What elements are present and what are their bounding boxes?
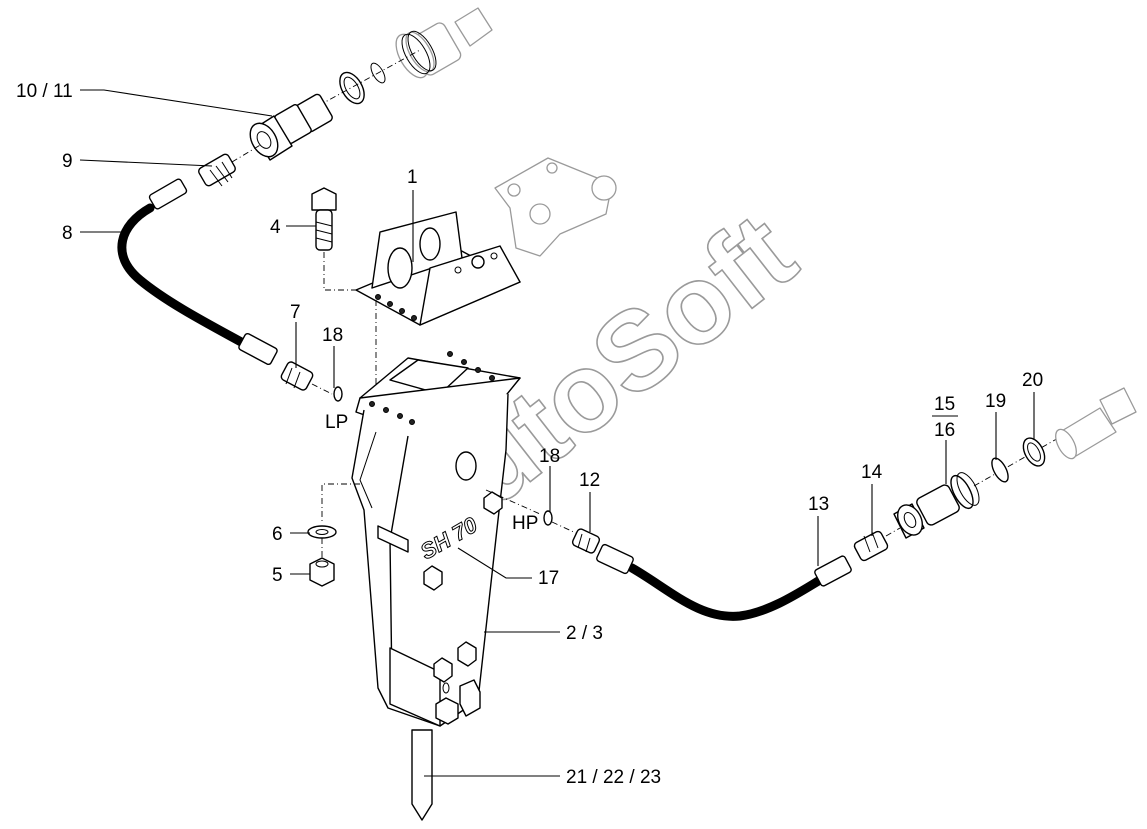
coupling-15-16 [893,472,980,539]
coupling-10-11 [249,93,333,161]
breaker-body-2-3 [351,351,521,727]
hose-13 [596,543,852,621]
o-ring-18-lp [333,386,343,402]
label-15: 15 [934,394,955,415]
label-10-11: 10 / 11 [16,81,73,102]
label-8: 8 [62,223,73,244]
label-18-lp: 18 [322,325,343,346]
adapter-14 [853,530,889,562]
callout-labels: 10 / 11 9 8 1 4 7 18 LP 18 HP 12 13 14 1… [16,81,1043,788]
adapter-9 [198,153,236,187]
label-13: 13 [808,494,829,515]
label-12: 12 [579,470,600,491]
washer-6 [307,525,337,539]
label-5: 5 [272,565,283,586]
label-19: 19 [985,391,1006,412]
o-ring-18-hp [543,510,553,526]
label-lp: LP [325,412,348,433]
coupler-upper-left-ghost [395,7,493,79]
bolt-4 [311,187,337,251]
adapter-plate-ghost [494,157,617,257]
hose-8 [117,178,278,366]
label-7: 7 [290,302,301,323]
label-hp: HP [512,513,538,534]
label-9: 9 [62,151,73,172]
coupler-seal-rings [339,62,386,105]
tool-bit-21-22-23 [411,729,433,821]
seal-ring-20 [1022,437,1046,467]
label-21-22-23: 21 / 22 / 23 [566,767,661,788]
label-18-hp: 18 [539,446,560,467]
o-ring-19 [991,457,1009,483]
label-4: 4 [270,217,281,238]
label-17: 17 [538,568,559,589]
label-14: 14 [861,462,883,483]
label-20: 20 [1022,370,1043,391]
top-bracket-1 [355,211,521,326]
adapter-12 [571,528,601,554]
leader-lines [79,89,1035,777]
label-1: 1 [407,167,418,188]
label-2-3: 2 / 3 [566,623,603,644]
label-6: 6 [272,524,283,545]
adapter-7 [280,361,314,391]
label-16: 16 [934,420,955,441]
nut-5 [309,557,335,587]
coupler-right-ghost [1055,387,1137,460]
